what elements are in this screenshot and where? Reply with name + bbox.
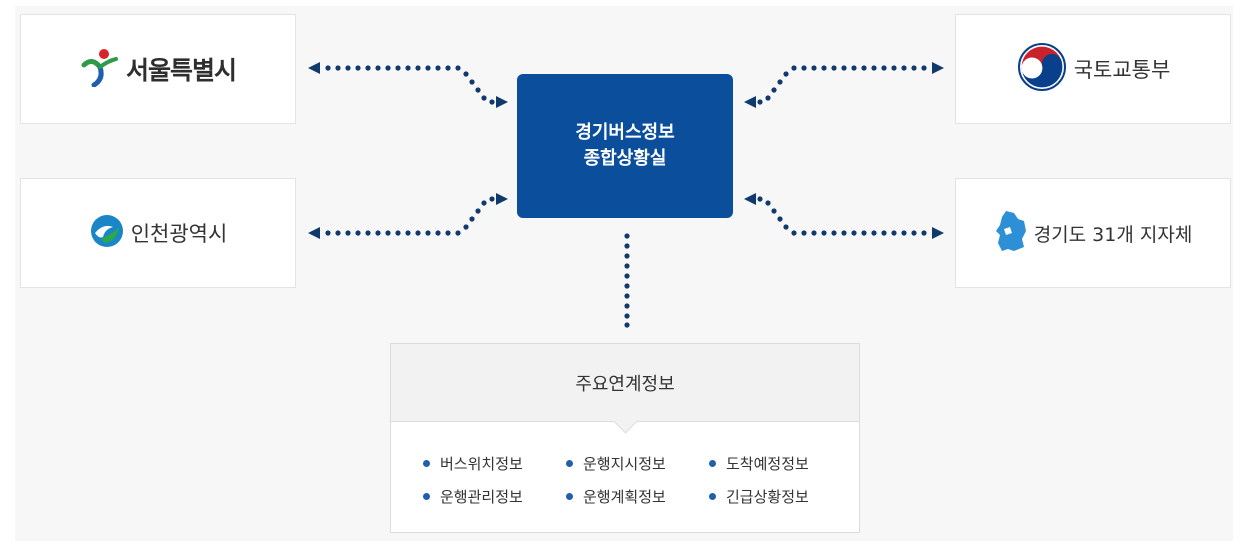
connector-seoul	[308, 62, 508, 108]
bullet-icon	[566, 460, 573, 467]
info-item: 운행지시정보	[566, 453, 709, 474]
bullet-icon	[709, 493, 716, 500]
center-title-line1: 경기버스정보	[575, 122, 675, 143]
info-item: 운행계획정보	[566, 486, 709, 507]
gyeonggi-map-icon	[994, 209, 1028, 257]
org-box-incheon: 인천광역시	[20, 178, 296, 288]
incheon-symbol-icon	[89, 213, 125, 253]
info-item-label: 운행지시정보	[583, 455, 666, 473]
org-name-seoul: 서울특별시	[125, 56, 237, 85]
bullet-icon	[566, 493, 573, 500]
arrowhead-incheon	[308, 227, 320, 239]
arrowhead-gyeonggi	[932, 227, 944, 239]
arrowhead-seoul	[308, 62, 320, 74]
seoul-symbol-icon	[80, 47, 120, 91]
info-item-label: 도착예정정보	[726, 455, 809, 473]
connector-info	[624, 233, 630, 328]
info-box: 주요연계정보 버스위치정보 운행지시정보 도착예정정보 운행관리정보 운행계획정…	[390, 343, 860, 533]
info-item-label: 버스위치정보	[440, 455, 523, 473]
bullet-icon	[423, 493, 430, 500]
arrowhead-center-from-seoul	[496, 96, 508, 108]
info-item-label: 운행관리정보	[440, 488, 523, 506]
taegeuk-icon	[1016, 41, 1068, 97]
info-item: 버스위치정보	[423, 453, 566, 474]
org-name-incheon: 인천광역시	[130, 222, 228, 246]
info-header-notch	[613, 409, 638, 434]
connector-molit	[744, 62, 944, 108]
org-box-molit: 국토교통부	[955, 14, 1231, 124]
arrowhead-center-from-gyeonggi	[744, 193, 756, 205]
bullet-icon	[709, 460, 716, 467]
connector-gyeonggi	[744, 193, 944, 239]
connector-incheon	[308, 193, 508, 239]
info-item-label: 긴급상황정보	[726, 488, 809, 506]
info-title: 주요연계정보	[575, 373, 675, 395]
bullet-icon	[423, 460, 430, 467]
org-box-seoul: 서울특별시	[20, 14, 296, 124]
arrowhead-center-from-incheon	[496, 193, 508, 205]
center-title-line2: 종합상황실	[583, 148, 667, 169]
info-item: 도착예정정보	[709, 453, 839, 474]
info-item: 운행관리정보	[423, 486, 566, 507]
arrowhead-center-from-molit	[744, 96, 756, 108]
info-item-label: 운행계획정보	[583, 488, 666, 506]
center-control-room-box: 경기버스정보 종합상황실	[517, 74, 733, 218]
info-item: 긴급상황정보	[709, 486, 839, 507]
arrowhead-molit	[932, 62, 944, 74]
info-header: 주요연계정보	[391, 344, 859, 434]
org-name-molit: 국토교통부	[1073, 58, 1171, 82]
org-box-gyeonggi: 경기도 31개 지자체	[955, 178, 1231, 288]
org-name-gyeonggi: 경기도 31개 지자체	[1033, 223, 1193, 246]
info-list: 버스위치정보 운행지시정보 도착예정정보 운행관리정보 운행계획정보 긴급상황정…	[423, 453, 843, 507]
